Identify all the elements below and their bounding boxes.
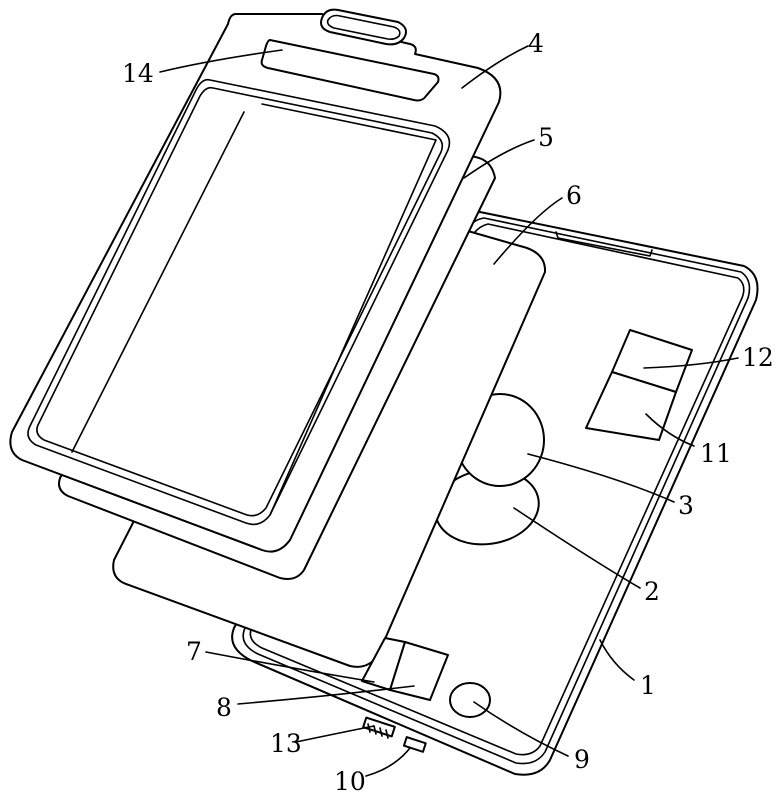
label-13: 13 (270, 729, 302, 758)
label-1: 1 (640, 671, 656, 700)
label-12: 12 (742, 343, 774, 372)
side-button (402, 736, 427, 753)
label-14: 14 (122, 59, 154, 88)
module-stack (585, 329, 693, 441)
label-window (260, 39, 440, 102)
label-9: 9 (574, 745, 590, 774)
label-11: 11 (700, 439, 732, 468)
label-3: 3 (678, 491, 694, 520)
label-10: 10 (334, 767, 366, 796)
part-labels: 14 4 5 6 12 11 3 2 1 9 7 8 13 10 (122, 29, 774, 796)
label-5: 5 (538, 123, 554, 152)
outer-frame (9, 8, 502, 553)
label-7: 7 (186, 637, 202, 666)
module-8 (389, 641, 449, 701)
leader-lines (159, 45, 739, 777)
round-button (449, 682, 491, 718)
hang-slot (320, 8, 407, 46)
label-6: 6 (566, 181, 582, 210)
label-2: 2 (644, 577, 660, 606)
label-8: 8 (216, 693, 232, 722)
label-4: 4 (528, 29, 544, 58)
